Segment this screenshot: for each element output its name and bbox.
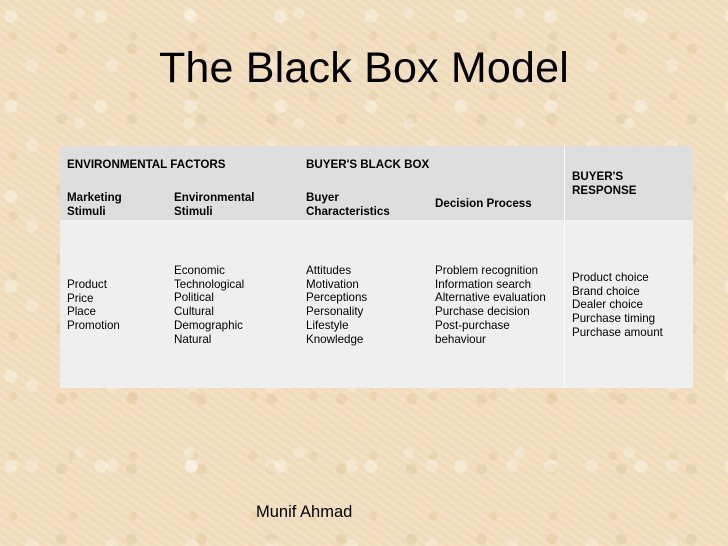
list-item: Personality xyxy=(306,305,364,319)
list-item: Demographic xyxy=(174,318,243,332)
black-box-model-table: ENVIRONMENTAL FACTORS BUYER'S BLACK BOX … xyxy=(60,146,693,388)
header-decision-process: Decision Process xyxy=(435,197,532,210)
list-item: Product choice xyxy=(572,271,649,284)
list-item: Purchase decision xyxy=(435,305,530,319)
header-buyers-response-line2: RESPONSE xyxy=(572,184,637,197)
header-environmental-stimuli-line1: Environmental xyxy=(174,191,255,204)
list-item: Alternative evaluation xyxy=(435,291,546,305)
list-item: behaviour xyxy=(435,332,486,346)
list-item: Economic xyxy=(174,264,225,277)
list-item: Purchase timing xyxy=(572,312,656,326)
list-item: Technological xyxy=(174,277,245,291)
list-item: Motivation xyxy=(306,277,359,291)
table-body-band xyxy=(60,220,693,388)
list-item: Dealer choice xyxy=(572,298,643,312)
list-item: Knowledge xyxy=(306,332,364,346)
header-marketing-stimuli-line1: Marketing xyxy=(67,191,122,204)
list-item: Lifestyle xyxy=(306,318,349,332)
list-item: Cultural xyxy=(174,305,214,319)
list-item: Problem recognition xyxy=(435,264,539,277)
header-buyer-characteristics-line1: Buyer xyxy=(306,191,339,204)
list-item: Attitudes xyxy=(306,264,352,277)
environmental-stimuli-list: Economic Technological Political Cultura… xyxy=(174,264,244,346)
header-environmental-stimuli-line2: Stimuli xyxy=(174,205,213,218)
list-item: Purchase amount xyxy=(572,325,663,339)
marketing-stimuli-list: Product Price Place Promotion xyxy=(67,278,120,333)
list-item: Place xyxy=(67,305,97,319)
list-item: Perceptions xyxy=(306,291,368,305)
table-header-band xyxy=(60,146,693,220)
list-item: Natural xyxy=(174,332,212,346)
header-buyers-response-line1: BUYER'S xyxy=(572,170,624,183)
header-marketing-stimuli-line2: Stimuli xyxy=(67,205,106,218)
group-header-environmental-factors: ENVIRONMENTAL FACTORS xyxy=(67,158,226,171)
header-buyer-characteristics-line2: Characteristics xyxy=(306,205,390,218)
buyers-response-list: Product choice Brand choice Dealer choic… xyxy=(572,271,663,340)
author-name: Munif Ahmad xyxy=(256,503,353,521)
decision-process-list: Problem recognition Information search A… xyxy=(435,264,546,346)
list-item: Product xyxy=(67,278,107,291)
group-header-buyers-black-box: BUYER'S BLACK BOX xyxy=(306,158,430,171)
list-item: Brand choice xyxy=(572,284,640,298)
list-item: Information search xyxy=(435,277,532,291)
list-item: Promotion xyxy=(67,319,120,333)
list-item: Political xyxy=(174,291,214,305)
slide-title: The Black Box Model xyxy=(158,44,570,92)
list-item: Price xyxy=(67,291,94,305)
buyer-characteristics-list: Attitudes Motivation Perceptions Persona… xyxy=(306,264,367,346)
list-item: Post-purchase xyxy=(435,318,510,332)
response-column-divider xyxy=(564,146,565,388)
